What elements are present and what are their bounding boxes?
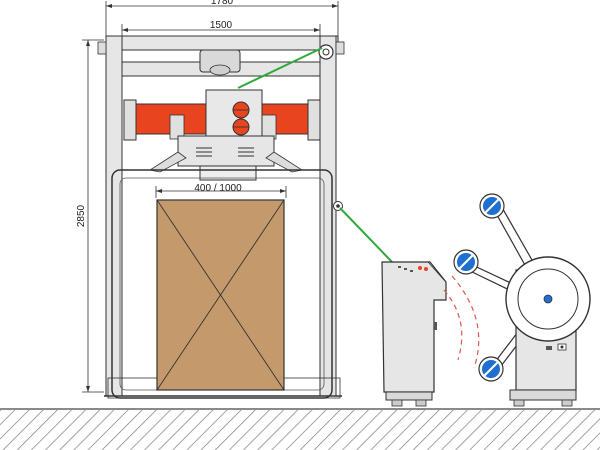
roller-middle-icon [453, 249, 479, 275]
dimension-inner-width: 1500 [121, 20, 321, 40]
wrapping-cage [104, 169, 342, 399]
inner-width-label: 1500 [210, 20, 233, 31]
control-console [381, 261, 447, 407]
film-path [237, 47, 393, 263]
ground [0, 408, 600, 450]
height-label: 2850 [76, 204, 87, 227]
overall-width-label: 1780 [211, 0, 234, 7]
dimension-overall-width: 1780 [105, 0, 339, 36]
pulley-icon [318, 44, 334, 60]
film-carriage [148, 89, 304, 181]
dimension-load-width: 400 / 1000 [155, 183, 287, 198]
film-reel-icon [505, 256, 591, 342]
roller-bottom-icon [478, 356, 504, 382]
load-width-label: 400 / 1000 [194, 183, 242, 194]
dimension-height: 2850 [76, 39, 104, 393]
console-indicator-red-2 [424, 267, 428, 271]
load-box [156, 199, 285, 391]
film-route-arcs [443, 275, 480, 369]
roller-top-icon [479, 193, 505, 219]
console-indicator-red [418, 266, 422, 270]
